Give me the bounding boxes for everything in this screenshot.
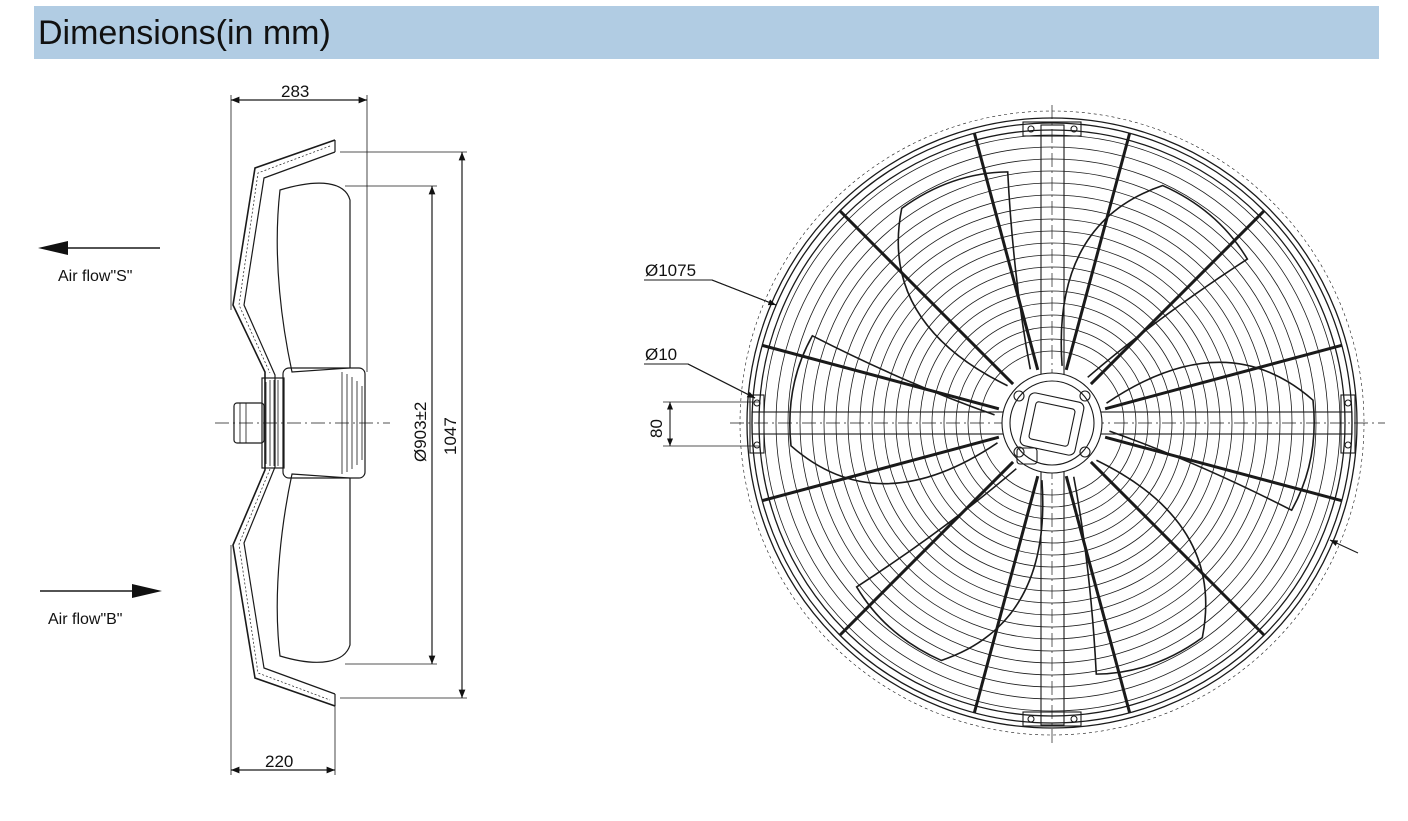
- guard-spoke: [972, 475, 1040, 714]
- guard-spoke: [1104, 343, 1343, 411]
- impeller-blade: [897, 171, 1032, 387]
- impeller-blade: [1072, 459, 1207, 675]
- dim-220-label: 220: [265, 752, 293, 771]
- impeller-blades: [789, 171, 1315, 675]
- guard-spoke: [1064, 132, 1132, 371]
- airflow-s-arrow-icon: [38, 241, 160, 255]
- bracket-top: [1022, 121, 1082, 137]
- motor-hub: [261, 377, 285, 469]
- guard-frame-outline: [232, 139, 336, 707]
- dim-guard-label: Ø1075: [645, 261, 696, 280]
- guard-spoke: [1089, 209, 1266, 386]
- guard-spoke: [761, 343, 1000, 411]
- guard-spokes: [761, 132, 1343, 714]
- dim-spacing-label: 80: [647, 419, 666, 438]
- guard-spoke: [838, 460, 1015, 637]
- section-title: Dimensions(in mm): [38, 14, 331, 52]
- hub-plate: [1019, 392, 1085, 456]
- impeller-blade: [855, 468, 1044, 662]
- guard-frame-inner: [243, 151, 336, 695]
- side-view: [38, 95, 467, 775]
- bracket-left: [749, 394, 765, 454]
- dim-hole-label: Ø10: [645, 345, 677, 364]
- front-view: [644, 105, 1385, 745]
- airflow-s-label: Air flow"S": [58, 268, 132, 285]
- guard-spoke: [1104, 435, 1343, 503]
- section-header: Dimensions(in mm): [34, 6, 1379, 59]
- guard-spoke: [1089, 460, 1266, 637]
- blade-lower: [276, 473, 351, 663]
- leader-hole: [644, 363, 756, 399]
- bracket-right: [1340, 394, 1356, 454]
- impeller-blade: [1060, 184, 1249, 378]
- leader-guard: [644, 279, 777, 306]
- guard-spoke: [1064, 475, 1132, 714]
- airflow-b-arrow-icon: [40, 584, 162, 598]
- guard-spoke: [972, 132, 1040, 371]
- bracket-bottom: [1022, 711, 1082, 727]
- leader-right: [1329, 539, 1359, 554]
- impeller-blade: [1106, 361, 1315, 512]
- impeller-blade: [789, 334, 998, 485]
- airflow-b-label: Air flow"B": [48, 611, 122, 628]
- dim-height-label: 1047: [441, 417, 460, 455]
- guard-spoke: [761, 435, 1000, 503]
- guard-hatching: [238, 145, 331, 701]
- dim-283-label: 283: [281, 82, 309, 101]
- guard-spoke: [838, 209, 1015, 386]
- blade-upper: [276, 182, 351, 373]
- dim-impeller-label: Ø903±2: [411, 402, 430, 462]
